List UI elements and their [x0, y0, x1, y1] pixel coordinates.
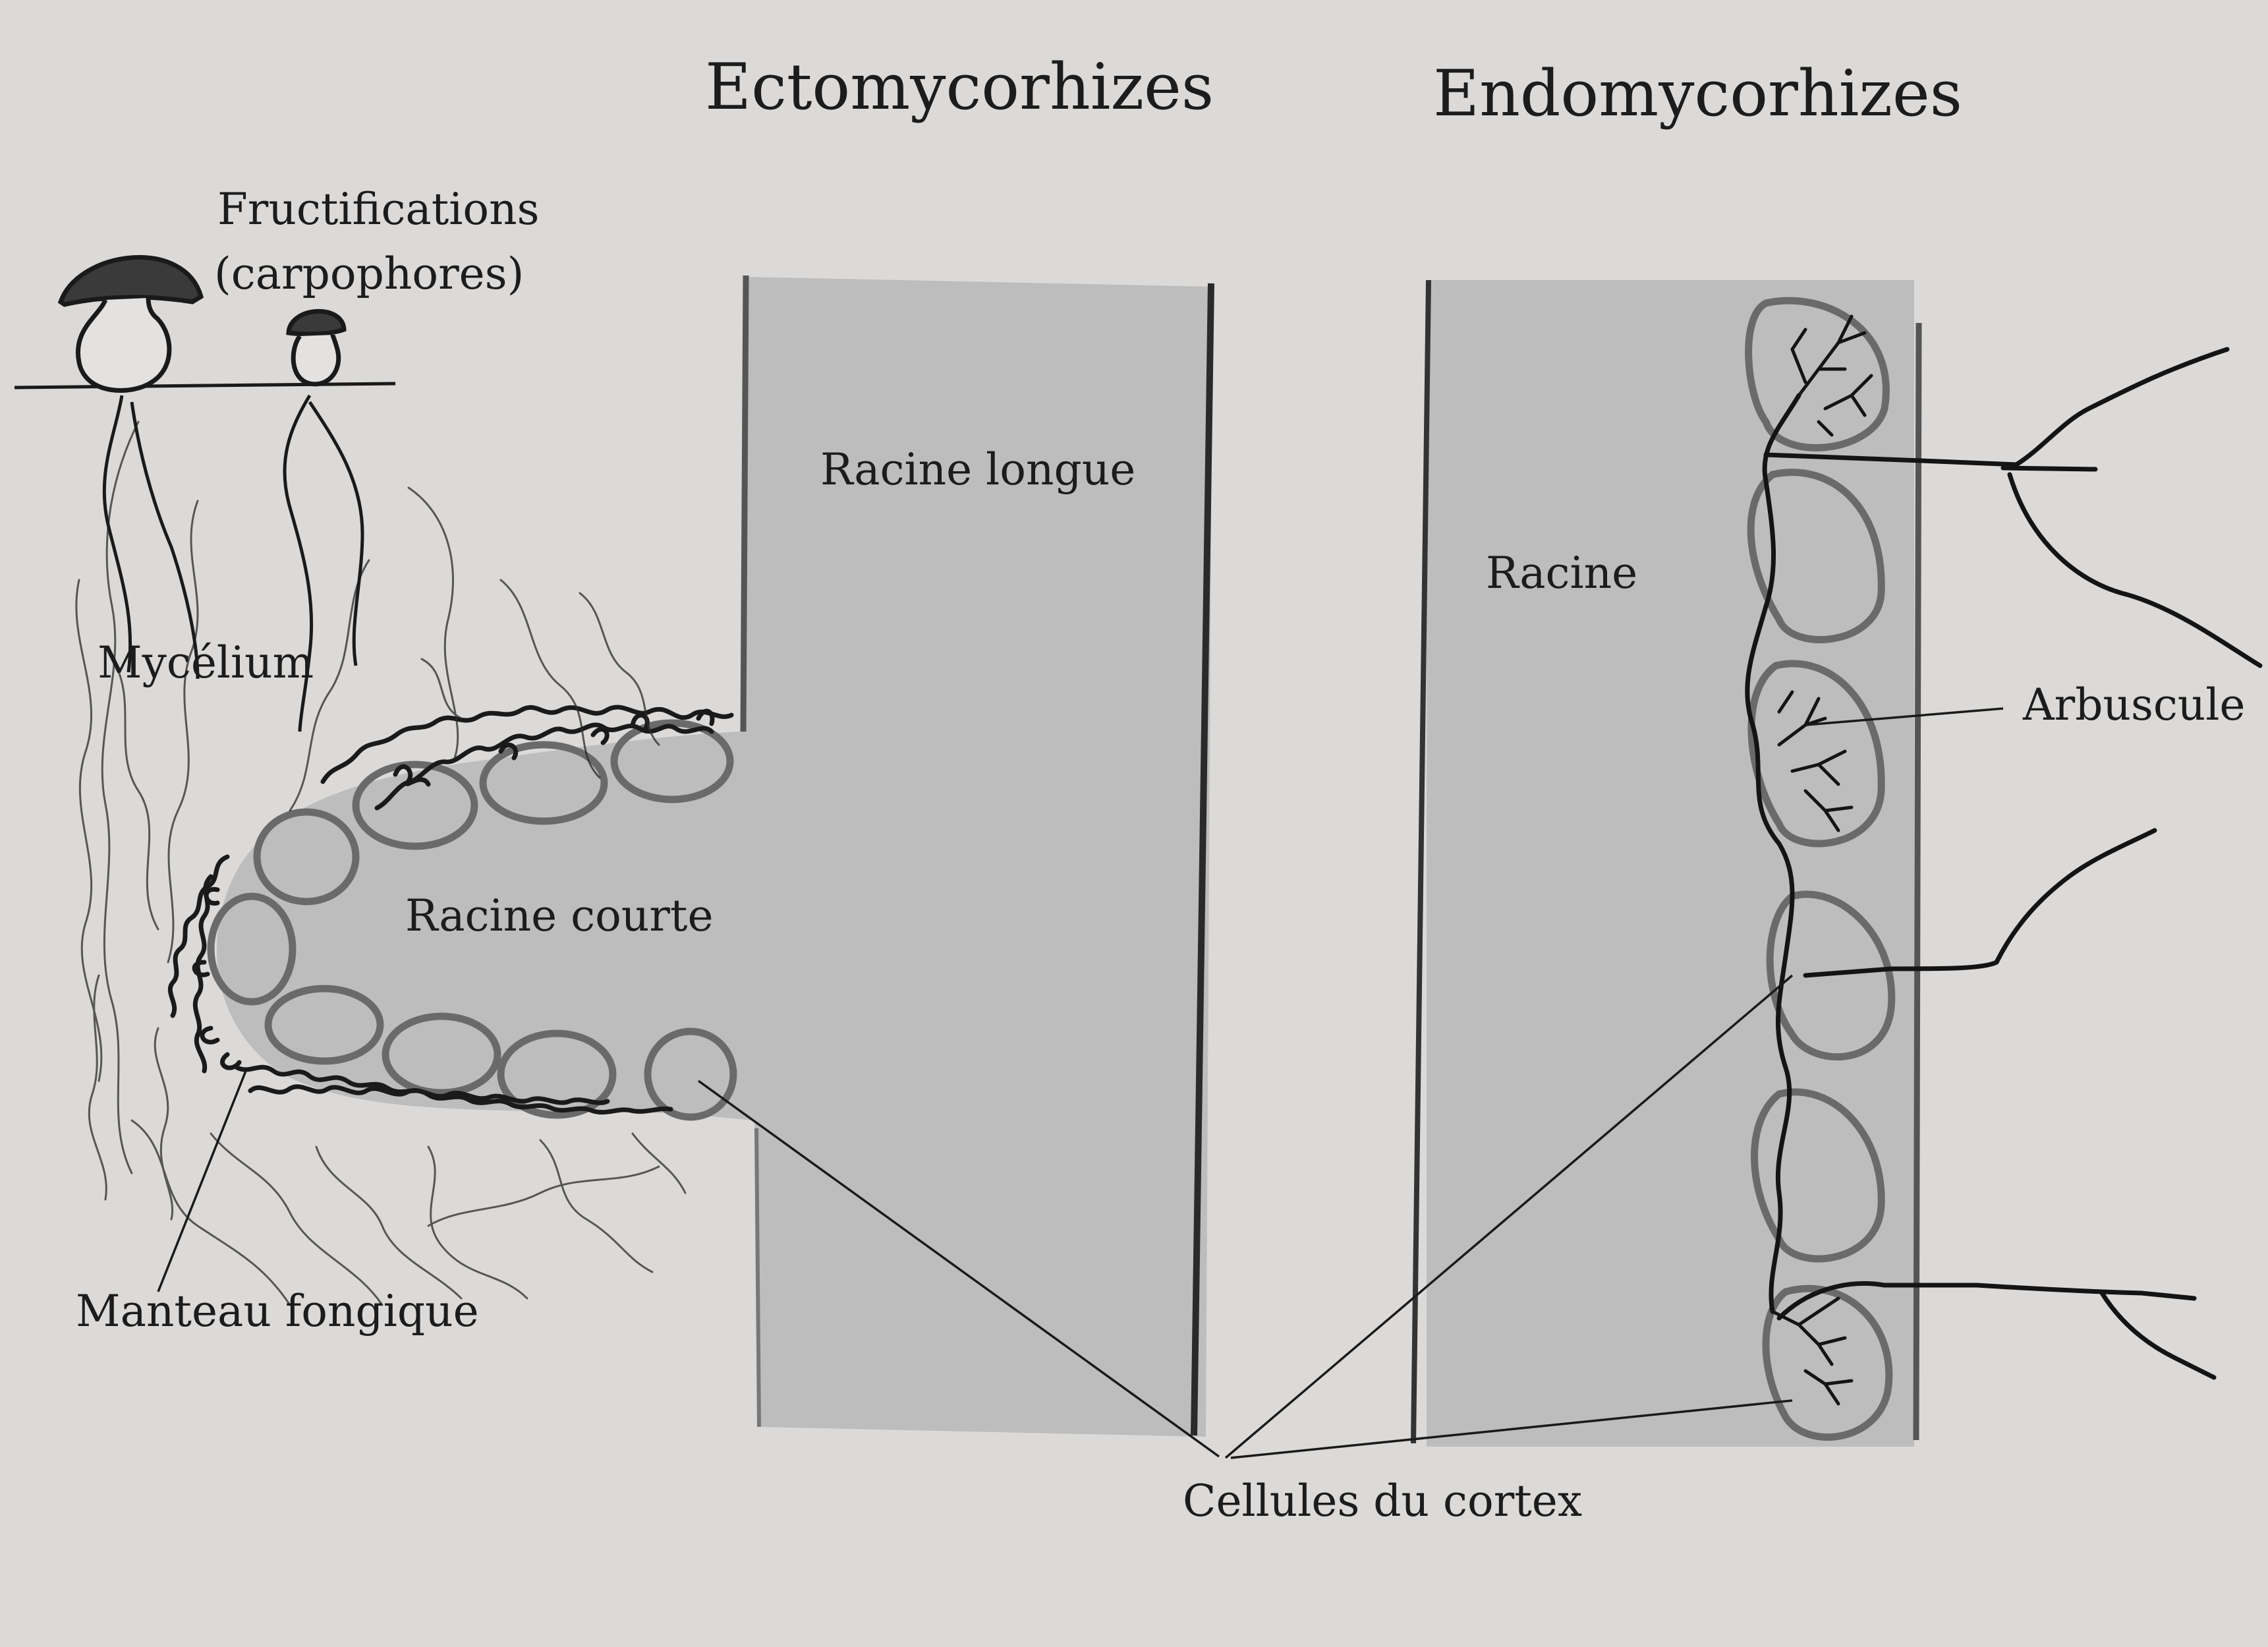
- small-mushroom-icon: [286, 308, 347, 387]
- long-root-left-wall-lower: [754, 1128, 761, 1428]
- mantle-lower-2: [248, 1084, 610, 1105]
- cortex-cell: [207, 892, 297, 1006]
- leader-arbuscule: [1805, 707, 2004, 726]
- hypha: [88, 974, 107, 1201]
- hypha: [210, 1132, 383, 1306]
- hypha: [154, 1027, 173, 1221]
- ecto-cortex-cells: [207, 719, 737, 1121]
- cortex-cell: [253, 808, 360, 906]
- hypha: [539, 1139, 654, 1273]
- endo-root: [1411, 279, 1922, 1447]
- hypha: [315, 1145, 463, 1300]
- mushroom-hypha: [308, 401, 364, 666]
- hypha: [407, 486, 459, 759]
- cortex-cell: [644, 1027, 737, 1121]
- label-cellules-du-cortex: Cellules du cortex: [1183, 1476, 1582, 1526]
- cortex-cell: [1747, 469, 1885, 644]
- internal-hypha: [1745, 393, 1801, 1314]
- long-root-body: [216, 277, 1212, 1437]
- endo-root-body: [1427, 280, 1914, 1447]
- label-arbuscule: Arbuscule: [2022, 679, 2245, 730]
- label-carpophores: (carpophores): [214, 248, 524, 299]
- large-stipe: [75, 297, 172, 393]
- external-hypha: [2007, 472, 2263, 668]
- mushroom-hypha: [102, 395, 132, 673]
- cortex-cell: [264, 985, 384, 1065]
- hypha: [579, 592, 660, 746]
- hypha: [631, 1132, 687, 1194]
- long-root-left-wall: [740, 275, 749, 732]
- hypha: [420, 658, 463, 720]
- mushroom-hyphae: [102, 394, 364, 732]
- mantle-left-2: [167, 854, 230, 1018]
- hypha: [111, 658, 159, 931]
- hypha: [130, 1119, 291, 1306]
- fungal-mantle: [167, 705, 734, 1115]
- mantle-upper-2: [374, 722, 714, 811]
- title-endomycorhizes: Endomycorhizes: [1433, 57, 1962, 130]
- leader-to-ecto-cell: [697, 1080, 1220, 1458]
- large-mushroom-icon: [57, 255, 204, 393]
- hypha: [101, 420, 140, 1174]
- leader-manteau: [157, 1067, 248, 1292]
- cortex-cell: [479, 741, 608, 825]
- label-mycelium: Mycélium: [98, 637, 314, 688]
- mushroom-hypha: [130, 401, 200, 679]
- small-cap: [286, 308, 347, 337]
- cortex-cell: [1745, 297, 1890, 451]
- arbuscule-bottom: [1771, 1296, 1854, 1406]
- mushroom-hypha: [283, 394, 314, 732]
- arbuscule-top: [1790, 314, 1873, 437]
- long-root-right-wall: [1191, 283, 1214, 1436]
- cortex-cell: [1751, 1088, 1885, 1263]
- large-cap: [57, 255, 204, 307]
- cortex-cell: [1766, 890, 1896, 1061]
- external-hypha: [1763, 347, 2230, 467]
- hypha: [167, 500, 199, 964]
- label-racine: Racine: [1486, 548, 1637, 598]
- endo-root-right-wall: [1913, 322, 1922, 1441]
- mantle-loops-top: [393, 708, 715, 787]
- title-ectomycorhizes: Ectomycorhizes: [705, 50, 1214, 124]
- external-hypha: [2000, 465, 2098, 472]
- mycelium-hyphae: [75, 420, 687, 1306]
- label-manteau-fongique: Manteau fongique: [76, 1286, 479, 1337]
- cortex-cell: [610, 719, 734, 803]
- leader-to-endo-cell-bottom: [1230, 1399, 1793, 1459]
- endo-hyphae: [1745, 314, 2263, 1406]
- hypha: [499, 579, 601, 779]
- soil-line: [14, 382, 396, 390]
- cortex-cell: [1747, 660, 1885, 848]
- leader-to-endo-cell-mid: [1224, 974, 1794, 1459]
- label-fructifications: Fructifications: [217, 184, 540, 235]
- external-hypha: [2099, 1290, 2217, 1380]
- endo-root-left-wall: [1411, 279, 1431, 1444]
- cortex-cell: [1762, 1285, 1893, 1441]
- leader-lines: [157, 707, 2004, 1459]
- label-racine-longue: Racine longue: [820, 444, 1135, 495]
- mantle-loops-left: [192, 887, 242, 1070]
- hypha: [75, 579, 103, 1082]
- mantle-upper: [320, 705, 734, 784]
- hypha: [427, 1165, 660, 1227]
- small-stipe: [291, 334, 341, 387]
- cortex-cell: [497, 1029, 617, 1119]
- external-hypha: [1803, 828, 2157, 978]
- cortex-cell: [352, 761, 478, 850]
- fruiting-bodies: [14, 255, 396, 732]
- ecto-root: [216, 275, 1214, 1437]
- label-racine-courte: Racine courte: [405, 890, 714, 941]
- hypha: [427, 1145, 528, 1300]
- hypha: [289, 559, 370, 812]
- cortex-cell: [382, 1012, 501, 1097]
- endo-cortex-cells: [1745, 297, 1896, 1441]
